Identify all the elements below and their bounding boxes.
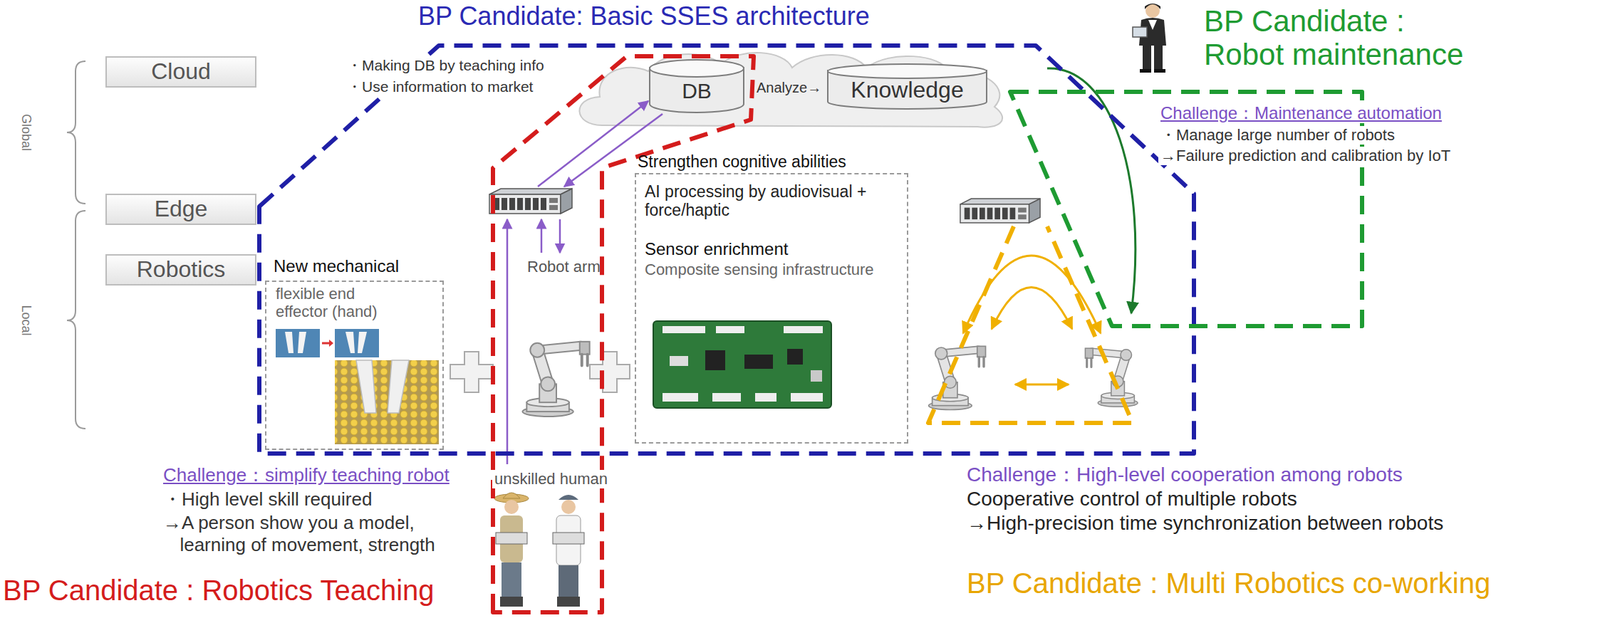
challenge-title: Challenge：Maintenance automation: [1158, 103, 1444, 124]
challenge-text: Cooperative control of multiple robots: [966, 487, 1298, 511]
feature-title: Strengthen cognitive abilities: [637, 152, 847, 172]
layer-name: Edge: [154, 195, 209, 223]
person-icon: [1132, 3, 1167, 73]
challenge-text: ・High level skill required: [163, 488, 372, 511]
flow-label: Analyze→: [756, 79, 822, 97]
layer-box: Edge: [105, 193, 257, 226]
challenge-text: →Failure prediction and calibration by I…: [1158, 146, 1453, 166]
challenge-text: →High-precision time synchronization bet…: [966, 511, 1444, 535]
database-cylinder: Knowledge: [826, 63, 989, 111]
challenge-text: ・Manage large number of robots: [1158, 126, 1397, 145]
feature-box: Strengthen cognitive abilitiesAI process…: [634, 173, 909, 444]
cooperation-arrow: [963, 255, 1101, 385]
layer-box: Cloud: [105, 56, 257, 88]
feature-text: flexible end effector (hand): [275, 285, 401, 321]
layer-box: Robotics: [105, 254, 257, 286]
challenge-title: Challenge：simplify teaching robot: [163, 464, 450, 487]
people-figure: [494, 492, 585, 607]
region-title: BP Candidate : Robot maintenance: [1203, 4, 1479, 72]
database-name: Knowledge: [850, 76, 964, 105]
region-title: BP Candidate : Robotics Teaching: [2, 574, 435, 608]
gripper-photo: [275, 329, 439, 445]
feature-title: New mechanical: [273, 256, 399, 277]
dashed-outline: [928, 226, 1133, 424]
cylinder-top: [827, 64, 987, 79]
scope-label: Local: [17, 304, 33, 336]
region-title: BP Candidate : Multi Robotics co-working: [966, 567, 1491, 601]
dashed-outline: [492, 56, 754, 613]
note-text: ・Making DB by teaching info: [344, 56, 547, 75]
cloud-shape: [579, 52, 1003, 128]
layer-brace: [66, 61, 86, 429]
layer-name: Cloud: [151, 58, 211, 86]
feature-box: New mechanicalflexible end effector (han…: [265, 280, 444, 451]
part-label: unskilled human: [492, 470, 610, 489]
challenge-text: →A person show you a model, learning of …: [163, 512, 463, 556]
feature-text: AI processing by audiovisual + force/hap…: [644, 182, 902, 221]
candidate-region: BP Candidate : Multi Robotics co-working: [923, 188, 1508, 610]
region-title: BP Candidate: Basic SSES architecture: [418, 1, 870, 32]
challenge-title: Challenge：High-level cooperation among r…: [966, 463, 1403, 487]
layer-name: Robotics: [136, 256, 226, 284]
database-cylinder: DB: [648, 59, 746, 114]
dashed-outline: [259, 45, 1194, 454]
feature-title: Sensor enrichment: [644, 239, 788, 260]
region-outline-layer: [923, 188, 1508, 610]
note-text: ・Use information to market: [344, 78, 535, 97]
database-name: DB: [681, 78, 712, 104]
cylinder-top: [649, 59, 744, 77]
scope-label: Global: [17, 113, 33, 152]
circuit-board: [653, 321, 832, 409]
part-label: Robot arm: [527, 257, 601, 277]
feature-text: Composite sensing infrastructure: [644, 260, 875, 280]
